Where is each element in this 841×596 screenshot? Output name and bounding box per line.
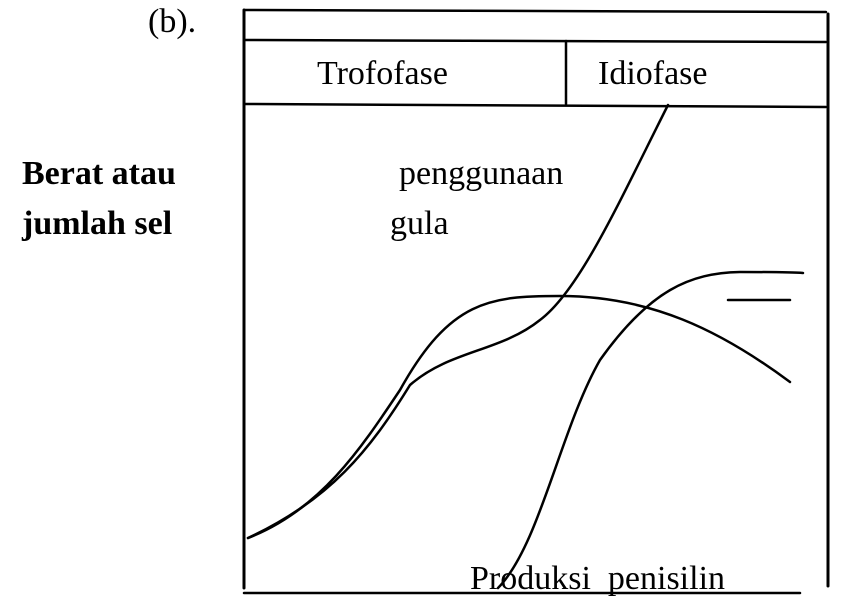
phase-band-bottom-line xyxy=(242,102,828,109)
phase-label-trofofase: Trofofase xyxy=(317,55,448,92)
penicillin-production-curve xyxy=(496,270,805,590)
sugar-usage-curve xyxy=(246,103,670,540)
top-frame-line xyxy=(242,8,828,14)
y-axis-label-line-1: Berat atau xyxy=(22,155,176,192)
sugar-usage-label-line-1: penggunaan xyxy=(399,155,563,192)
sugar-usage-label-line-2: gula xyxy=(390,205,449,242)
phase-band-top-line xyxy=(242,38,828,44)
figure-label: (b). xyxy=(148,3,196,40)
penicillin-production-label: Produksi penisilin xyxy=(470,560,725,596)
cell-growth-curve xyxy=(246,294,792,540)
y-axis-label-line-2: jumlah sel xyxy=(21,205,172,242)
phase-label-idiofase: Idiofase xyxy=(598,55,708,92)
